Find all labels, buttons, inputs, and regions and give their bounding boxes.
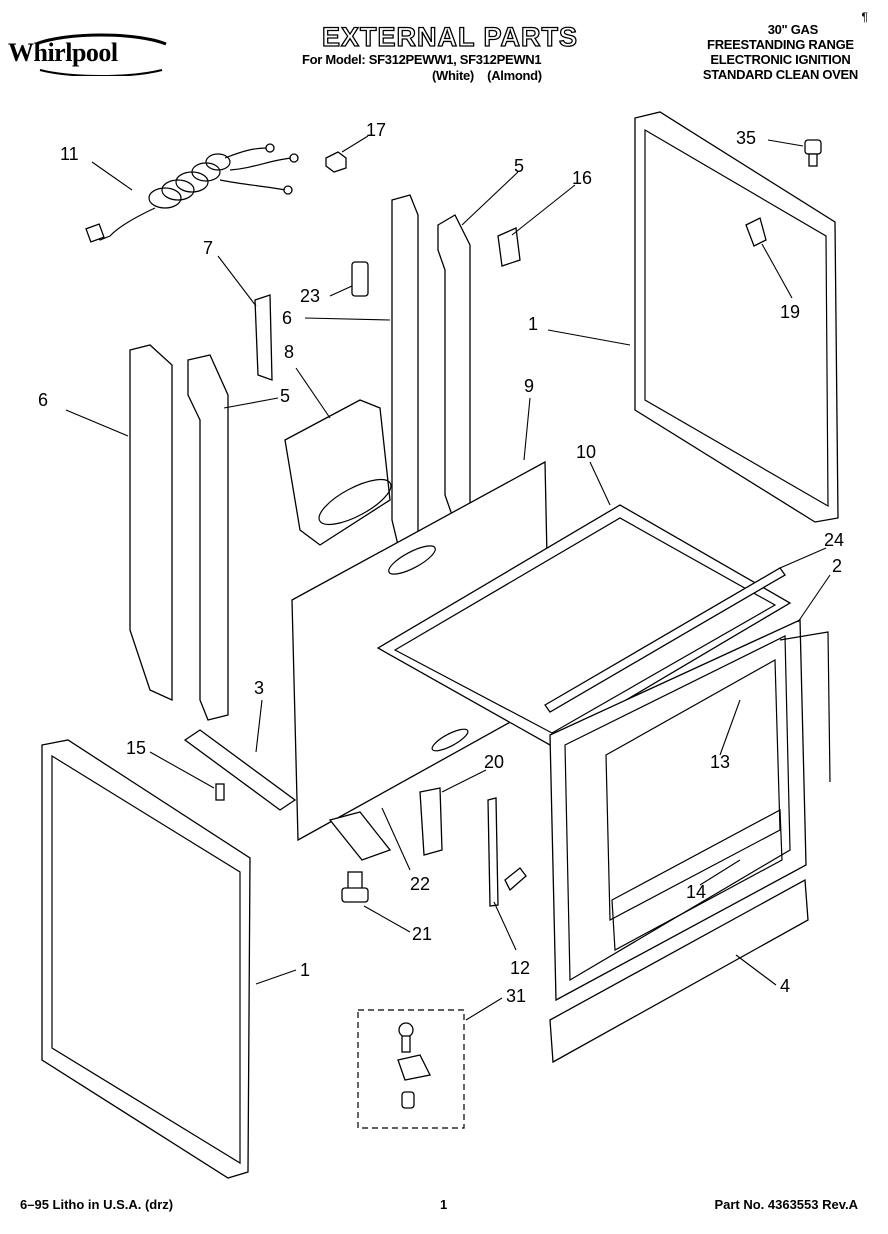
product-description-line: ELECTRONIC IGNITION bbox=[710, 52, 851, 67]
part-rail-right bbox=[437, 214, 471, 516]
part-number: Part No. 4363553 Rev.A bbox=[714, 1197, 858, 1212]
part-lower-frame bbox=[611, 809, 783, 951]
part-bracket bbox=[254, 294, 273, 381]
brand-name: Whirlpool bbox=[8, 38, 118, 67]
part-power-cord bbox=[85, 143, 299, 243]
leader-lines bbox=[65, 135, 831, 1021]
part-oven-tray bbox=[376, 504, 792, 746]
callout-label: 13 bbox=[710, 752, 730, 772]
part-kick-plate bbox=[549, 878, 809, 1064]
part-bracket-20 bbox=[419, 787, 443, 856]
callout-label: 10 bbox=[576, 442, 596, 462]
part-trim-strip bbox=[544, 567, 786, 713]
product-description-line: 30" GAS bbox=[767, 22, 819, 37]
print-info: 6–95 Litho in U.S.A. (drz) bbox=[20, 1197, 174, 1212]
callout-label: 6 bbox=[38, 390, 48, 410]
part-knob bbox=[804, 139, 822, 167]
callout-label: 8 bbox=[284, 342, 294, 362]
part-door-stop bbox=[745, 217, 767, 247]
callout-label: 6 bbox=[282, 308, 292, 328]
part-hinge bbox=[487, 797, 499, 907]
callout-numbers: 11 17 5 16 35 7 23 6 8 19 1 6 5 9 10 24 … bbox=[38, 120, 844, 1006]
page-title: EXTERNAL PARTS bbox=[321, 21, 579, 52]
part-side-panel-left bbox=[129, 344, 173, 702]
callout-label: 7 bbox=[203, 238, 213, 258]
callout-label: 23 bbox=[300, 286, 320, 306]
callout-label: 35 bbox=[736, 128, 756, 148]
part-rail-left bbox=[187, 354, 229, 721]
page-number: 1 bbox=[440, 1197, 448, 1212]
whirlpool-logo bbox=[35, 33, 167, 76]
part-kit-box bbox=[357, 1009, 465, 1129]
callout-label: 24 bbox=[824, 530, 844, 550]
part-spacer bbox=[351, 261, 369, 297]
part-door-frame-left bbox=[41, 739, 251, 1179]
part-mount-bracket bbox=[497, 227, 521, 267]
callout-label: 1 bbox=[528, 314, 538, 334]
callout-label: 9 bbox=[524, 376, 534, 396]
part-door-frame-right bbox=[634, 111, 839, 523]
part-outer-gasket bbox=[779, 631, 831, 783]
part-gasket bbox=[605, 658, 781, 921]
part-bottom-channel bbox=[328, 811, 392, 861]
callout-label: 12 bbox=[510, 958, 530, 978]
callout-label: 15 bbox=[126, 738, 146, 758]
part-side-panel-right bbox=[391, 194, 419, 546]
part-vent-duct bbox=[284, 399, 391, 546]
model-colors: (White) (Almond) bbox=[432, 68, 542, 83]
part-front-frame bbox=[549, 618, 807, 1002]
callout-label: 31 bbox=[506, 986, 526, 1006]
callout-label: 21 bbox=[412, 924, 432, 944]
callout-label: 5 bbox=[280, 386, 290, 406]
callout-label: 17 bbox=[366, 120, 386, 140]
corner-mark: ¶ bbox=[861, 10, 868, 24]
part-leveling-leg bbox=[341, 871, 369, 903]
callout-label: 20 bbox=[484, 752, 504, 772]
callout-label: 19 bbox=[780, 302, 800, 322]
callout-label: 5 bbox=[514, 156, 524, 176]
product-description-line: STANDARD CLEAN OVEN bbox=[702, 67, 858, 82]
callout-label: 4 bbox=[780, 976, 790, 996]
callout-label: 2 bbox=[832, 556, 842, 576]
model-numbers: For Model: SF312PEWW1, SF312PEWN1 bbox=[302, 52, 542, 67]
product-description-line: FREESTANDING RANGE bbox=[707, 37, 854, 52]
callout-label: 14 bbox=[686, 882, 706, 902]
part-front-support bbox=[183, 729, 297, 811]
callout-label: 1 bbox=[300, 960, 310, 980]
callout-label: 22 bbox=[410, 874, 430, 894]
callout-label: 16 bbox=[572, 168, 592, 188]
product-description: 30" GAS FREESTANDING RANGE ELECTRONIC IG… bbox=[703, 22, 858, 82]
part-clip bbox=[325, 151, 347, 173]
callout-label: 3 bbox=[254, 678, 264, 698]
part-screw bbox=[215, 783, 225, 801]
callout-label: 11 bbox=[60, 144, 79, 164]
